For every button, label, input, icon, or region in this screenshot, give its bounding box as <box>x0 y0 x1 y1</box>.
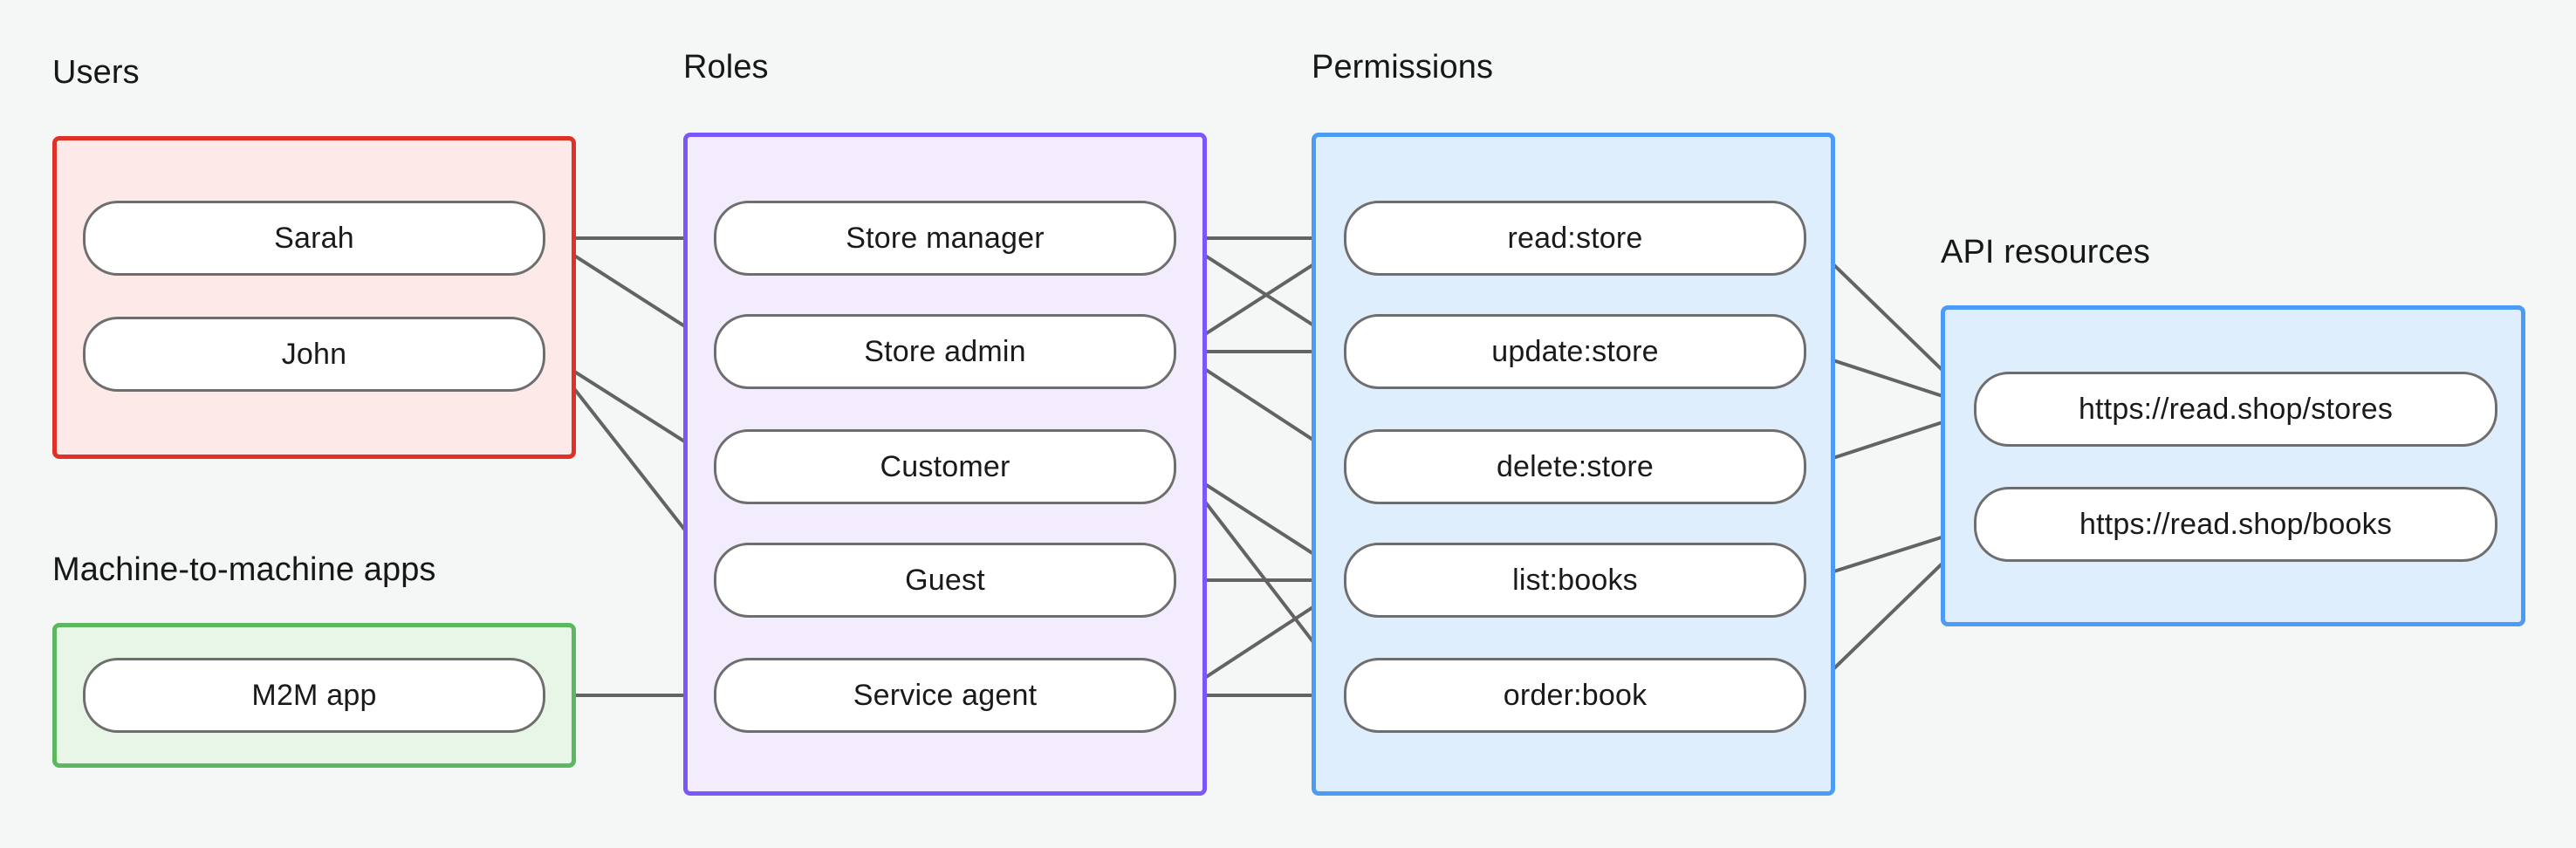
group-label-users: Users <box>52 54 140 91</box>
node-read-store[interactable]: read:store <box>1344 201 1806 276</box>
node-store-admin[interactable]: Store admin <box>714 314 1176 389</box>
node-books[interactable]: https://read.shop/books <box>1974 487 2497 562</box>
node-store-manager[interactable]: Store manager <box>714 201 1176 276</box>
node-service-agent[interactable]: Service agent <box>714 658 1176 733</box>
node-order-book[interactable]: order:book <box>1344 658 1806 733</box>
group-label-api-resources: API resources <box>1941 234 2150 270</box>
group-label-m2m: Machine-to-machine apps <box>52 551 436 588</box>
node-list-books[interactable]: list:books <box>1344 543 1806 618</box>
group-box-users <box>52 136 576 459</box>
node-john[interactable]: John <box>83 317 545 392</box>
group-label-permissions: Permissions <box>1312 49 1494 85</box>
node-delete-store[interactable]: delete:store <box>1344 429 1806 504</box>
node-m2m-app[interactable]: M2M app <box>83 658 545 733</box>
node-stores[interactable]: https://read.shop/stores <box>1974 372 2497 447</box>
group-box-api-resources <box>1941 305 2525 626</box>
node-customer[interactable]: Customer <box>714 429 1176 504</box>
node-guest[interactable]: Guest <box>714 543 1176 618</box>
group-label-roles: Roles <box>683 49 769 85</box>
node-update-store[interactable]: update:store <box>1344 314 1806 389</box>
node-sarah[interactable]: Sarah <box>83 201 545 276</box>
